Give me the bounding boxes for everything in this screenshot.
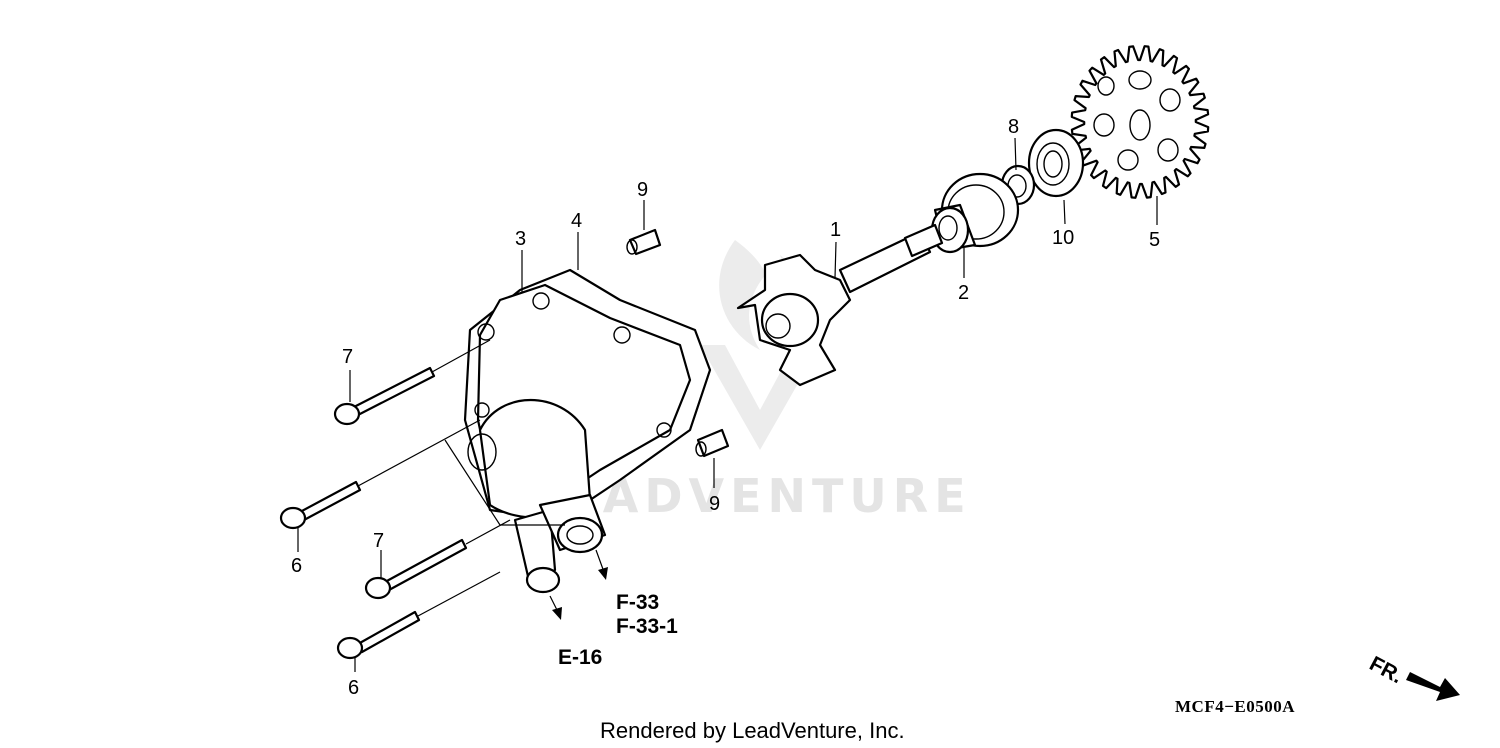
gear-5 — [1070, 45, 1210, 199]
ref-f331: F-33-1 — [616, 615, 678, 638]
dowel-9-bottom — [695, 428, 730, 458]
dowel-9-top — [626, 228, 662, 256]
callout-9-top: 9 — [637, 179, 648, 201]
seal-2 — [930, 172, 1020, 254]
callout-3: 3 — [515, 228, 526, 250]
callout-10: 10 — [1052, 227, 1074, 249]
callout-1: 1 — [830, 219, 841, 241]
callout-7-lower: 7 — [373, 530, 384, 552]
fr-arrow-icon — [1406, 672, 1460, 701]
callout-5: 5 — [1149, 229, 1160, 251]
front-direction-indicator: FR. — [1366, 652, 1460, 701]
callout-8: 8 — [1008, 116, 1019, 138]
reference-arrows — [549, 549, 608, 620]
fr-label: FR. — [1366, 652, 1407, 688]
callout-4: 4 — [571, 210, 582, 232]
bolt-6-upper — [279, 480, 362, 530]
bolt-7-lower — [364, 538, 468, 600]
bearing-10 — [1027, 128, 1085, 198]
pump-cover-3-4 — [463, 268, 712, 594]
callout-6-upper: 6 — [291, 555, 302, 577]
credit-text: Rendered by LeadVenture, Inc. — [600, 718, 905, 743]
callout-6-lower: 6 — [348, 677, 359, 699]
diagram-code: MCF4−E0500A — [1175, 697, 1295, 716]
bolt-6-lower — [336, 610, 421, 660]
assembly-lines — [357, 339, 565, 617]
ref-e16: E-16 — [558, 646, 602, 669]
bolt-7-upper — [333, 366, 436, 426]
callout-7-upper: 7 — [342, 346, 353, 368]
leader-lines — [297, 137, 1158, 672]
impeller-shaft-1 — [736, 223, 944, 387]
callout-9-bottom: 9 — [709, 493, 720, 515]
ref-f33: F-33 — [616, 591, 659, 614]
callout-2: 2 — [958, 282, 969, 304]
